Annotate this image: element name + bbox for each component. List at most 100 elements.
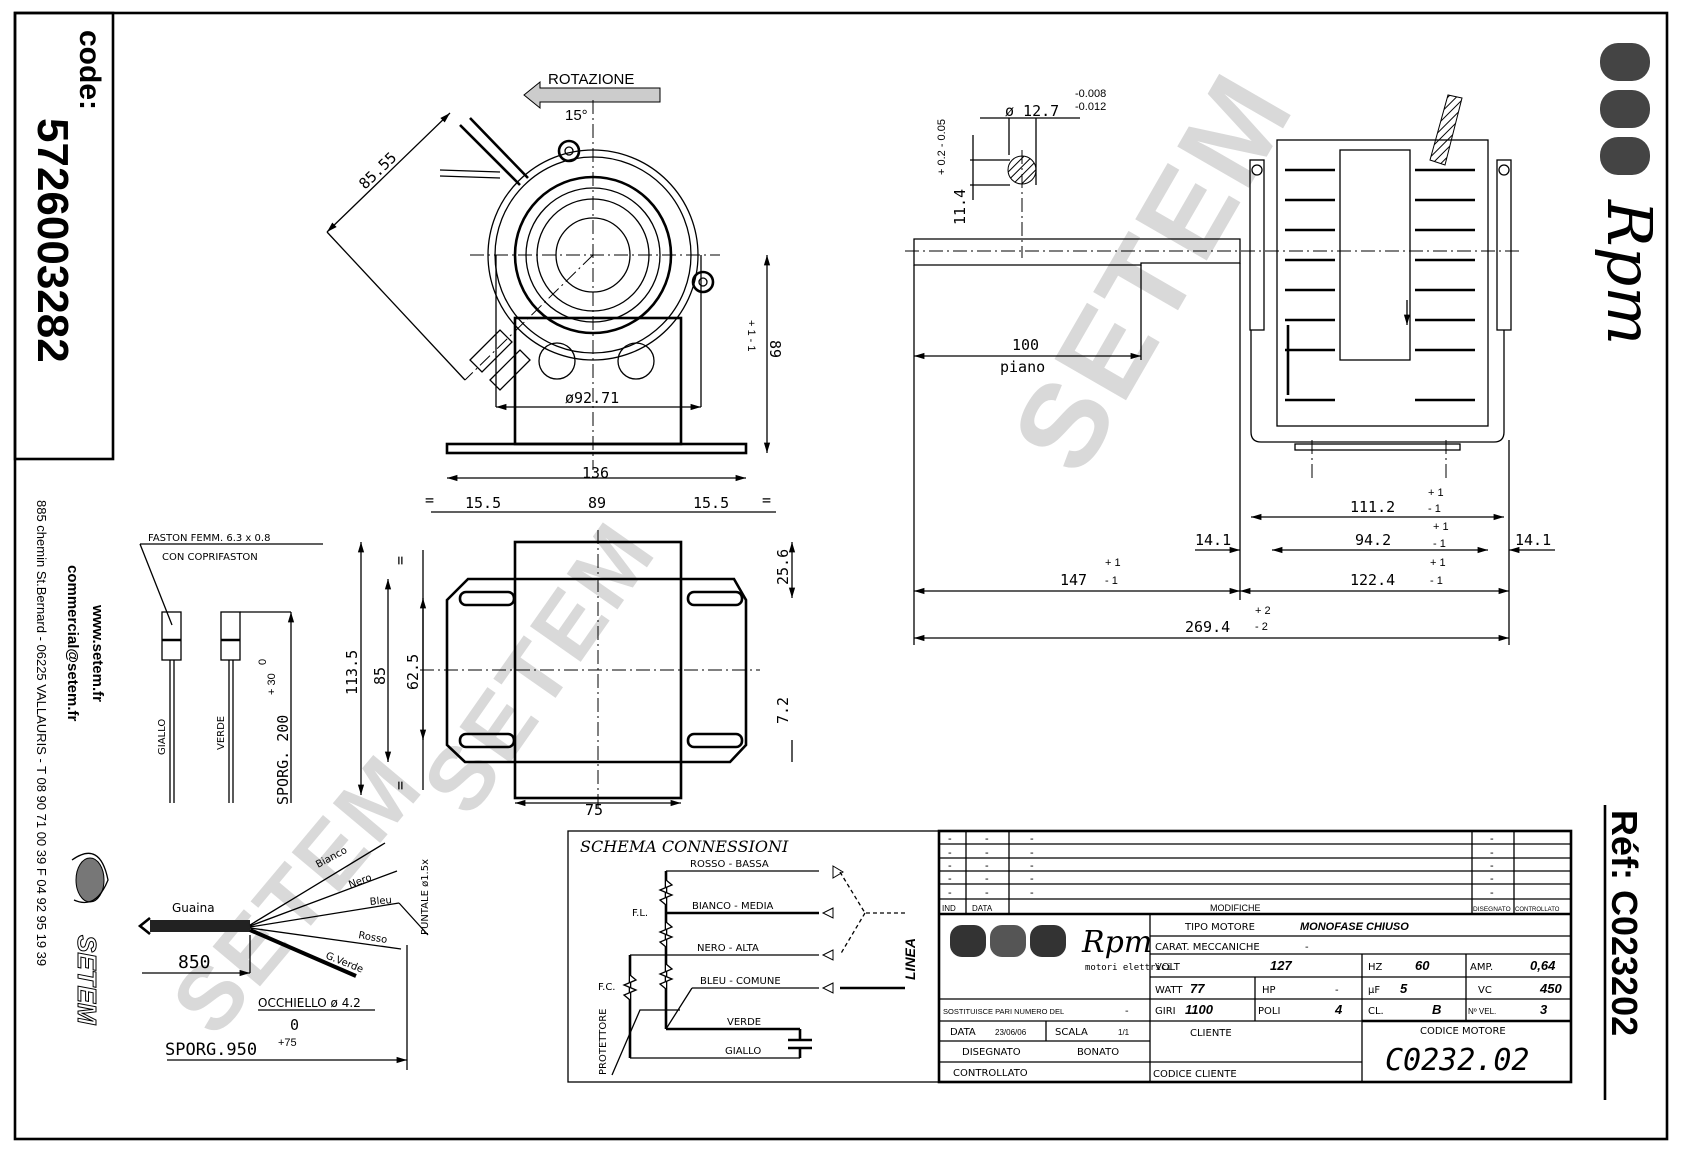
dim-diameter: ø92.71 [565, 389, 619, 407]
drawing-label: - [1490, 833, 1494, 845]
drawing-line [821, 865, 844, 994]
drawing-label: 450 [1539, 981, 1562, 996]
drawing-line [1285, 168, 1475, 402]
slot [458, 732, 516, 749]
drawing-label: 127 [1270, 958, 1292, 973]
dim-62-5: 62.5 [404, 654, 422, 690]
slot [458, 590, 516, 607]
drawing-label: CL. [1368, 1006, 1384, 1017]
drawing-border [13, 11, 1669, 1141]
drawing-label: B [1432, 1002, 1441, 1017]
drawing-line [137, 916, 151, 936]
drawing-label: 0 [290, 1016, 299, 1034]
drawing-line [1600, 43, 1650, 81]
drawing-label: - [985, 833, 989, 845]
drawing-label: GIALLO [725, 1046, 761, 1057]
drawing-label: = [391, 781, 409, 790]
plate-outline [445, 577, 748, 764]
drawing-label: GIRI [1155, 1006, 1176, 1017]
drawing-label: ø 12.7 [1005, 102, 1059, 120]
drawing-label: - [985, 887, 989, 899]
slot [686, 732, 744, 749]
modification-rows: ---- ---- ---- ---- ---- [948, 833, 1494, 899]
drawing-label: - [948, 860, 952, 872]
mount-hole [538, 342, 576, 380]
drawing-label: 122.4 [1350, 571, 1395, 589]
drawing-label: 1100 [1185, 1002, 1214, 1017]
drawing-label: BONATO [1077, 1047, 1119, 1058]
product-code: 5726003282 [28, 118, 77, 363]
drawing-line [990, 925, 1026, 957]
drawing-line [1030, 925, 1066, 957]
drawing-label: SCALA [1055, 1027, 1088, 1038]
dim-85: 85 [371, 667, 389, 685]
drawing-label: F.L. [632, 908, 648, 919]
clamp-bolt [557, 139, 581, 163]
drawing-label: 14.1 [1515, 531, 1551, 549]
dim-7-2: 7.2 [774, 697, 792, 724]
drawing-label: 111.2 [1350, 498, 1395, 516]
drawing-label: DATA [972, 904, 993, 913]
drawing-label: TIPO MOTORE [1184, 922, 1255, 933]
drawing-line [13, 11, 115, 461]
drawing-label: 269.4 [1185, 618, 1230, 636]
drawing-label: VERDE [216, 716, 227, 750]
drawing-label: WATT [1155, 985, 1183, 996]
drawing-label: 5 [1400, 981, 1408, 996]
drawing-label: HP [1262, 985, 1276, 996]
company-email: commercial@setem.fr [64, 565, 81, 722]
drawing-label: Rosso [357, 930, 388, 946]
plate-view: = 15.5 89 15.5 = 113.5 85 62.5 = = 25.6 … [343, 491, 796, 819]
angle-label: 15° [565, 107, 588, 124]
drawing-label: NERO - ALTA [697, 943, 759, 954]
drawing-label: 850 [178, 952, 211, 973]
drawing-line [939, 935, 1571, 1063]
drawing-line [487, 149, 699, 361]
drawing-label: - [948, 873, 952, 885]
drawing-label: BIANCO - MEDIA [692, 901, 774, 912]
clamp-bolt [691, 270, 715, 294]
drawing-line [698, 277, 708, 287]
drawing-label: SOSTITUISCE PARI NUMERO DEL [943, 1007, 1064, 1016]
drawing-label: 77 [1190, 981, 1205, 996]
drawing-label: 94.2 [1355, 531, 1391, 549]
dim-136: 136 [582, 464, 609, 482]
drawing-label: µF [1368, 985, 1380, 996]
drawing-label: CON COPRIFASTON [162, 552, 258, 563]
drawing-label: DISEGNATO [962, 1047, 1021, 1058]
drawing-label: SETEM [72, 935, 102, 1026]
drawing-label: SPORG.950 [165, 1040, 257, 1060]
drawing-label: -0.012 [1075, 101, 1106, 113]
drawing-line [1496, 159, 1512, 331]
drawing-line [513, 175, 673, 335]
drawing-line [1294, 443, 1461, 451]
sheath [150, 920, 250, 932]
reference-code: Réf: C023202 [1604, 810, 1645, 1036]
rpm-logo: Rpm [1593, 43, 1666, 345]
drawing-label: CLIENTE [1190, 1028, 1232, 1039]
drawing-label: Guaina [172, 901, 215, 915]
drawing-label: HZ [1368, 962, 1383, 973]
drawing-label: - [985, 860, 989, 872]
drawing-label: + 1 [1430, 557, 1446, 569]
drawing-label: - [985, 847, 989, 859]
drawing-label: Nº VEL. [1468, 1007, 1496, 1016]
code-label: code: [73, 30, 106, 110]
drawing-line [494, 156, 692, 354]
drawing-line [326, 231, 466, 381]
drawing-label: 147 [1060, 571, 1087, 589]
drawing-label: SPORG. 200 [274, 715, 292, 805]
drawing-label: - [1490, 887, 1494, 899]
drawing-label: 4 [1334, 1002, 1343, 1017]
drawing-label: CODICE MOTORE [1420, 1026, 1506, 1037]
drawing-line [1498, 164, 1510, 176]
watermark: SETEM [404, 504, 675, 832]
drawing-line [398, 902, 429, 936]
drawing-label: Bleu [369, 895, 392, 908]
drawing-label: VOLT [1155, 962, 1181, 973]
dim-113-5: 113.5 [343, 650, 361, 695]
drawing-label: + 1 [1428, 487, 1444, 499]
drawing-label: - [948, 833, 952, 845]
drawing-label: - [1030, 873, 1034, 885]
drawing-label: - [985, 873, 989, 885]
